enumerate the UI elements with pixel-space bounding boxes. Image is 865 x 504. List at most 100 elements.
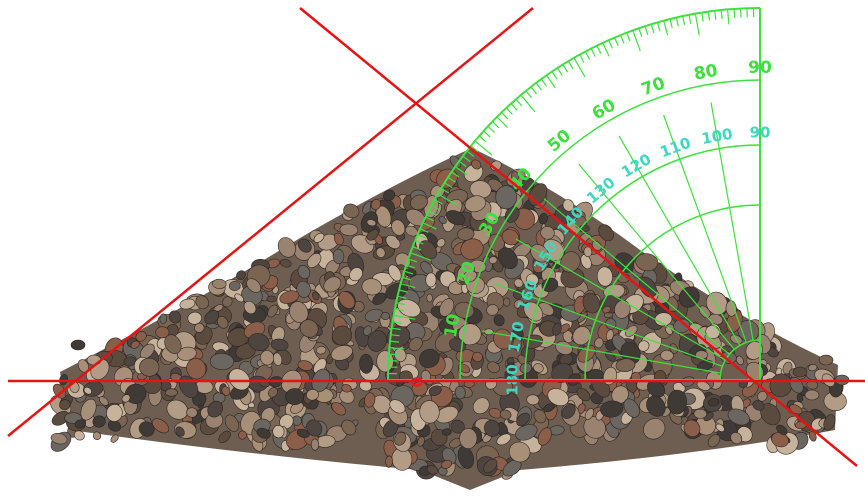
- protractor-tick: [510, 103, 518, 111]
- gravel-stone: [175, 426, 185, 437]
- gravel-stone: [349, 267, 363, 282]
- gravel-stone: [279, 258, 292, 268]
- gravel-stone: [315, 346, 327, 355]
- gravel-stone: [221, 386, 231, 396]
- protractor-tick: [462, 155, 471, 162]
- gravel-stone: [388, 264, 402, 282]
- gravel-stone: [186, 358, 207, 380]
- gravel-stone: [446, 210, 465, 226]
- gravel-stone: [297, 264, 311, 280]
- gravel-stone: [299, 319, 319, 338]
- gravel-stone: [715, 423, 725, 432]
- gravel-stone: [583, 246, 593, 258]
- gravel-stone: [426, 465, 439, 475]
- reference-lines: [7, 7, 865, 467]
- gravel-stone: [745, 341, 763, 360]
- gravel-stone: [543, 403, 555, 413]
- gravel-stone: [405, 322, 426, 341]
- gravel-stone: [267, 304, 279, 318]
- protractor-tick: [650, 24, 655, 34]
- loose-stone: [70, 339, 86, 351]
- gravel-stone: [260, 350, 275, 366]
- protractor-tick: [447, 176, 456, 183]
- gravel-stone: [307, 253, 322, 268]
- protractor-tick: [454, 166, 468, 176]
- gravel-stone: [488, 256, 498, 264]
- gravel-stone: [333, 232, 344, 246]
- protractor-tick: [402, 276, 412, 281]
- protractor-tick: [707, 11, 711, 21]
- gravel-stone: [92, 431, 102, 441]
- outer-scale-label: 50: [544, 126, 575, 157]
- gravel-stone: [272, 425, 285, 439]
- outer-scale-label: 90: [748, 58, 772, 78]
- gravel-stone: [512, 337, 522, 351]
- gravel-stone: [501, 229, 520, 246]
- gravel-stone: [151, 418, 170, 434]
- gravel-stone: [372, 292, 387, 305]
- protractor-tick: [483, 130, 491, 138]
- gravel-stone: [212, 278, 227, 289]
- gravel-stone: [660, 350, 674, 361]
- gravel-stone: [459, 428, 478, 449]
- gravel-stone: [643, 418, 666, 440]
- gravel-stone: [234, 293, 244, 303]
- gravel-stone: [442, 447, 457, 465]
- gravel-stone: [583, 416, 606, 439]
- protractor-tick: [535, 82, 542, 91]
- gravel-stone: [338, 291, 356, 309]
- gravel-stone: [279, 290, 300, 304]
- protractor-tick: [400, 283, 416, 289]
- gravel-stone: [364, 392, 376, 408]
- gravel-stone: [99, 396, 109, 406]
- gravel-stone: [547, 388, 569, 406]
- protractor-tick: [394, 308, 404, 312]
- gravel-stone: [708, 398, 720, 407]
- gravel-stone: [238, 430, 247, 440]
- protractor-tick: [422, 222, 437, 230]
- gravel-stone: [600, 400, 624, 418]
- gravel-stone: [449, 155, 462, 169]
- gravel-stone: [572, 326, 591, 346]
- gravel-stone: [363, 325, 372, 336]
- protractor-tick: [412, 246, 422, 251]
- gravel-stone: [135, 331, 147, 342]
- protractor-tick: [392, 321, 402, 324]
- gravel-stone: [194, 323, 205, 333]
- protractor-tick: [573, 57, 586, 78]
- protractor-tick: [525, 90, 533, 99]
- protractor-tick: [540, 78, 548, 87]
- protractor-tick: [551, 71, 558, 80]
- gravel-stone: [458, 363, 470, 374]
- protractor-spoke: [663, 114, 747, 343]
- protractor-tick: [644, 26, 649, 35]
- protractor-tick: [546, 74, 556, 88]
- protractor-tick: [656, 22, 661, 32]
- gravel-stone: [580, 254, 592, 270]
- gravel-stone: [693, 408, 707, 419]
- gravel-stone: [367, 330, 387, 352]
- gravel-stone: [187, 311, 202, 325]
- gravel-stone: [486, 304, 499, 316]
- gravel-stone: [168, 310, 182, 324]
- gravel-stone: [297, 360, 313, 371]
- gravel-stone: [370, 199, 381, 210]
- gravel-stone: [499, 409, 512, 420]
- protractor-tick: [608, 39, 613, 49]
- gravel-stone: [218, 430, 231, 444]
- gravel-stone: [615, 358, 636, 372]
- gravel-stone: [312, 291, 320, 301]
- protractor-tick: [596, 45, 602, 54]
- gravel-stone: [462, 270, 477, 283]
- gravel-stone: [730, 432, 743, 445]
- protractor-spoke: [515, 238, 726, 361]
- protractor-spoke: [482, 330, 721, 374]
- gravel-stone: [207, 400, 224, 418]
- gravel-stone: [472, 351, 483, 362]
- outer-scale-label: 60: [589, 95, 620, 124]
- gravel-stone: [52, 383, 67, 399]
- gravel-stone: [110, 434, 119, 443]
- gravel-stone: [439, 298, 455, 317]
- protractor-tick: [404, 270, 414, 275]
- protractor-tick: [474, 140, 493, 156]
